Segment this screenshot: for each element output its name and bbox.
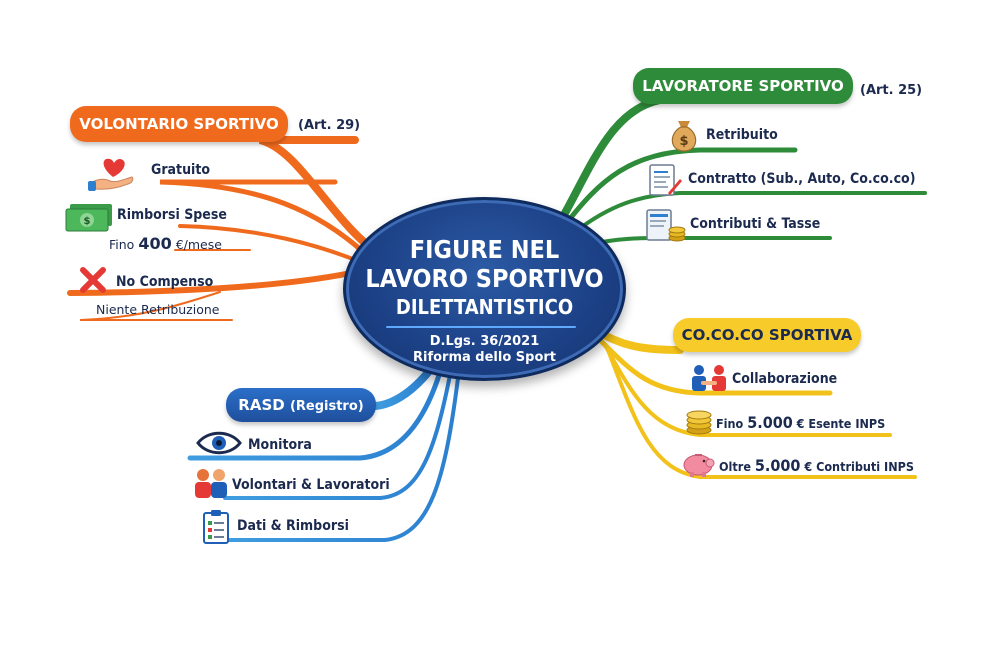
handshake-icon <box>692 365 726 391</box>
center-title-line1: FIGURE NEL <box>409 235 560 264</box>
volontario-item-gratuito: Gratuito <box>151 162 211 178</box>
rasd-item-volontari: Volontari & Lavoratori <box>232 477 390 493</box>
center-title-line2: LAVORO SPORTIVO <box>365 264 604 293</box>
cococo-item-collaborazione: Collaborazione <box>732 371 838 387</box>
cococo-item-contributi: Oltre 5.000 € Contributi INPS <box>719 456 914 475</box>
center-subtitle: Riforma dello Sport <box>412 350 557 365</box>
cococo-title: CO.CO.CO SPORTIVA <box>673 318 861 352</box>
tax-icon <box>646 209 686 242</box>
lavoratore-item-contributi: Contributi & Tasse <box>690 216 821 232</box>
cococo-branches <box>591 326 917 479</box>
rasd-item-monitora: Monitora <box>248 437 312 453</box>
central-node: FIGURE NEL LAVORO SPORTIVO DILETTANTISTI… <box>343 197 626 381</box>
rasd-item-dati: Dati & Rimborsi <box>237 518 349 534</box>
lavoratore-title: LAVORATORE SPORTIVO <box>633 68 853 104</box>
checklist-icon <box>203 510 229 544</box>
volontario-title: VOLONTARIO SPORTIVO <box>70 106 288 142</box>
cococo-item-esente: Fino 5.000 € Esente INPS <box>716 413 886 432</box>
volontario-article: (Art. 29) <box>298 118 361 133</box>
center-title-line3: DILETTANTISTICO <box>395 295 574 319</box>
lavoratore-item-retribuito: Retribuito <box>706 127 778 143</box>
heart-hand-icon <box>88 158 134 191</box>
eye-icon <box>196 431 242 455</box>
volontario-nocompenso-note: Niente Retribuzione <box>96 302 220 317</box>
people-icon <box>195 469 227 498</box>
piggy-bank-icon <box>683 454 715 477</box>
center-underline <box>386 326 576 328</box>
svg-text:$: $ <box>679 134 688 149</box>
lavoratore-article: (Art. 25) <box>860 83 923 98</box>
coins-icon <box>686 410 712 435</box>
contract-icon <box>649 164 682 196</box>
money-bag-icon: $ <box>671 121 697 152</box>
money-icon: $ <box>65 204 112 232</box>
volontario-rimborsi-note: Fino 400 €/mese <box>109 234 222 253</box>
rasd-branches <box>187 366 460 542</box>
volontario-item-rimborsi: Rimborsi Spese <box>117 207 227 223</box>
lavoratore-item-contratto: Contratto (Sub., Auto, Co.co.co) <box>688 171 916 187</box>
center-law: D.Lgs. 36/2021 <box>429 334 540 349</box>
rasd-title: RASD (Registro) <box>226 388 376 422</box>
svg-text:$: $ <box>84 216 91 227</box>
cross-icon <box>80 267 106 293</box>
volontario-item-nocompenso: No Compenso <box>116 274 214 290</box>
